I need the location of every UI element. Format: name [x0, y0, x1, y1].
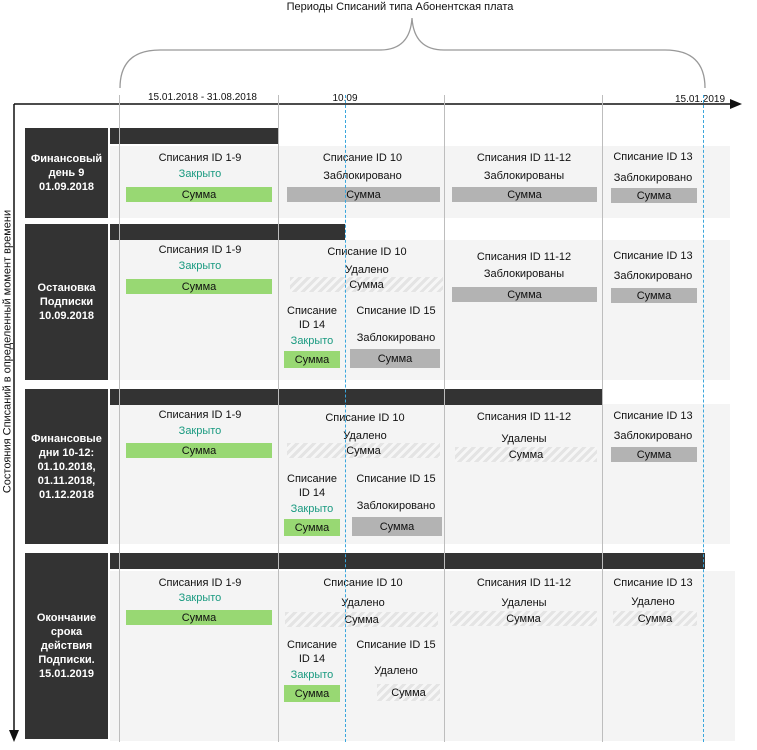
- r4-c2a-status: Закрыто: [290, 669, 334, 681]
- r3-c3-status: Удалены: [501, 433, 547, 445]
- r1-c4-status: Заблокировано: [613, 172, 693, 184]
- r3-c1-title: Списания ID 1-9: [158, 409, 242, 421]
- r4-c3-status: Удалены: [501, 597, 547, 609]
- r4-c2-title: Списание ID 10: [323, 577, 403, 589]
- period-line-4: [602, 95, 603, 742]
- r2-c2b-title: Списание ID 15: [356, 305, 436, 317]
- r1-c1-status: Закрыто: [178, 168, 222, 180]
- r4-c2b-title: Списание ID 15: [356, 639, 436, 651]
- row-band-4: [110, 571, 735, 741]
- r4-c4-sum: Сумма: [613, 611, 697, 626]
- row-label-1: Финансовый день 9 01.09.2018: [25, 128, 108, 218]
- period-line-3: [444, 95, 445, 742]
- row-band-1: [110, 146, 730, 218]
- r2-c2b-status: Заблокировано: [356, 332, 436, 344]
- r1-c3-sum: Сумма: [452, 187, 597, 202]
- r1-c2-sum: Сумма: [287, 187, 440, 202]
- r2-c4-sum: Сумма: [611, 288, 697, 303]
- r2-c3-status: Заблокированы: [483, 268, 565, 280]
- r4-c3-sum: Сумма: [450, 611, 597, 626]
- r2-c2a-sum: Сумма: [284, 351, 340, 368]
- timeline-bar-2: [110, 224, 345, 240]
- r4-c1-status: Закрыто: [178, 592, 222, 604]
- r2-c1-sum: Сумма: [126, 279, 272, 294]
- date-end-label: 15.01.2019: [674, 94, 726, 105]
- r2-c1-status: Закрыто: [178, 260, 222, 272]
- row-label-2: Остановка Подписки 10.09.2018: [25, 224, 108, 380]
- r4-c1-title: Списания ID 1-9: [158, 577, 242, 589]
- period-brace: [14, 17, 742, 109]
- event-line-stop: [345, 95, 346, 742]
- r2-c2-status: Удалено: [345, 264, 389, 276]
- y-axis-label: Состояния Списаний в определенный момент…: [1, 209, 14, 494]
- period-line-1: [119, 95, 120, 742]
- event-line-end: [703, 95, 704, 742]
- date-range-label: 15.01.2018 - 31.08.2018: [148, 92, 257, 103]
- r4-c2b-status: Удалено: [374, 665, 418, 677]
- r3-c2a-status: Закрыто: [290, 503, 334, 515]
- r2-c2a-status: Закрыто: [290, 335, 334, 347]
- r2-c2b-sum: Сумма: [350, 349, 440, 368]
- r2-c3-title: Списания ID 11-12: [476, 251, 572, 263]
- r1-c3-title: Списания ID 11-12: [476, 152, 572, 164]
- r3-c2-title: Списание ID 10: [325, 412, 405, 424]
- r1-c2-title: Списание ID 10: [322, 152, 403, 164]
- r4-c2-sum: Сумма: [285, 612, 438, 627]
- r4-c4-status: Удалено: [631, 596, 675, 608]
- timeline-bar-1: [110, 128, 278, 144]
- row-label-3: Финансовые дни 10-12: 01.10.2018, 01.11.…: [25, 389, 108, 544]
- timeline-bar-3: [110, 389, 603, 405]
- r3-c2-sum: Сумма: [287, 443, 440, 458]
- r1-c1-sum: Сумма: [126, 187, 272, 202]
- r2-c4-title: Списание ID 13: [613, 250, 693, 262]
- r4-c2a-sum: Сумма: [284, 685, 340, 702]
- r4-c2a-title-l2: ID 14: [298, 653, 326, 665]
- r3-c4-sum: Сумма: [611, 447, 697, 462]
- r2-c3-sum: Сумма: [452, 287, 597, 302]
- r2-c1-title: Списания ID 1-9: [158, 244, 242, 256]
- r3-c2b-status: Заблокировано: [356, 500, 436, 512]
- r3-c2a-title-l1: Списание: [287, 473, 337, 485]
- r3-c4-status: Заблокировано: [613, 430, 693, 442]
- r3-c3-title: Списания ID 11-12: [476, 411, 572, 423]
- r3-c1-status: Закрыто: [178, 425, 222, 437]
- r1-c4-sum: Сумма: [611, 188, 697, 203]
- r3-c2b-title: Списание ID 15: [356, 473, 436, 485]
- r3-c2-status: Удалено: [343, 430, 387, 442]
- r3-c2b-sum: Сумма: [352, 517, 442, 536]
- y-axis: [9, 104, 19, 742]
- r1-c3-status: Заблокированы: [483, 170, 565, 182]
- r1-c2-status: Заблокировано: [323, 170, 402, 182]
- r1-c4-title: Списание ID 13: [613, 151, 693, 163]
- timeline-bar-4: [110, 553, 705, 569]
- r2-c2a-title-l2: ID 14: [298, 319, 326, 331]
- r2-c4-status: Заблокировано: [613, 270, 693, 282]
- r4-c2-status: Удалено: [341, 597, 385, 609]
- r3-c2a-sum: Сумма: [284, 519, 340, 536]
- period-line-2: [278, 95, 279, 742]
- r2-c2-sum: Сумма: [290, 277, 443, 292]
- r4-c2b-sum: Сумма: [377, 684, 440, 701]
- row-label-4: Окончание срока действия Подписки. 15.01…: [25, 553, 108, 739]
- r3-c2a-title-l2: ID 14: [298, 487, 326, 499]
- r3-c3-sum: Сумма: [455, 447, 597, 462]
- r3-c1-sum: Сумма: [126, 443, 272, 458]
- r4-c4-title: Списание ID 13: [613, 577, 693, 589]
- r3-c4-title: Списание ID 13: [613, 410, 693, 422]
- r2-c2a-title-l1: Списание: [287, 305, 337, 317]
- r2-c2-title: Списание ID 10: [327, 246, 407, 258]
- r4-c1-sum: Сумма: [126, 610, 272, 625]
- r1-c1-title: Списания ID 1-9: [158, 152, 242, 164]
- r4-c2a-title-l1: Списание: [287, 639, 337, 651]
- r4-c3-title: Списания ID 11-12: [476, 577, 572, 589]
- diagram-title: Периоды Списаний типа Абонентская плата: [286, 1, 514, 13]
